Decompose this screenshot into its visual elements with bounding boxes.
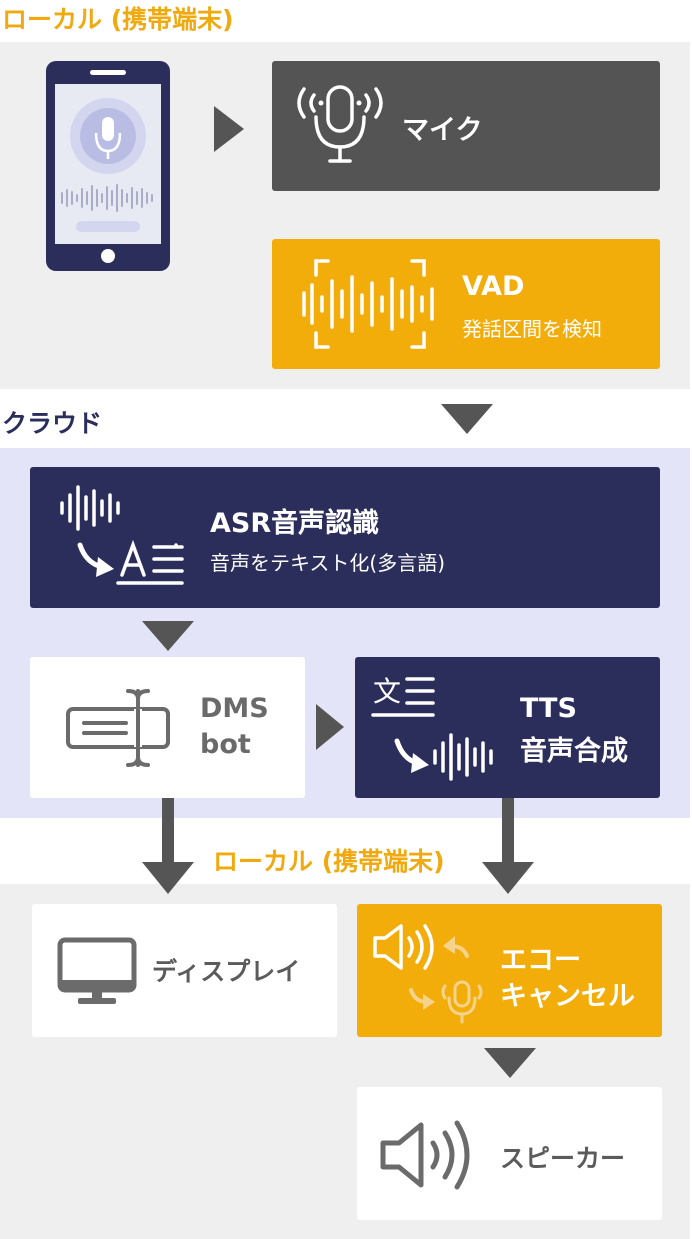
tts-line2: 音声合成 xyxy=(520,736,628,767)
arrow-down-icon xyxy=(484,1048,536,1078)
echo-line1: エコー xyxy=(500,945,581,976)
mic-box: マイク xyxy=(272,61,660,191)
connector-tts-echo xyxy=(482,798,534,894)
microphone-icon xyxy=(292,81,388,173)
echo-cancel-icon xyxy=(371,922,495,1026)
vad-box: VAD 発話区間を検知 xyxy=(272,239,660,369)
speech-to-text-icon xyxy=(58,483,188,593)
text-glyph: 文 xyxy=(373,675,401,708)
monitor-icon xyxy=(56,936,138,1006)
echo-line2: キャンセル xyxy=(500,981,635,1012)
tts-line1: TTS xyxy=(520,693,577,724)
dms-bot-box: DMS bot xyxy=(30,657,305,798)
display-title: ディスプレイ xyxy=(152,957,301,986)
vad-title: VAD xyxy=(462,271,525,302)
arrow-right-icon xyxy=(214,106,244,152)
mic-title: マイク xyxy=(402,115,483,146)
dms-line1: DMS xyxy=(200,693,269,724)
display-box: ディスプレイ xyxy=(32,904,337,1037)
asr-subtitle: 音声をテキスト化(多言語) xyxy=(210,551,446,575)
text-to-speech-icon: 文 xyxy=(371,671,501,787)
tts-box: 文 TTS 音声合成 xyxy=(355,657,660,798)
text-input-icon xyxy=(66,687,176,769)
phone-icon xyxy=(46,61,170,271)
speaker-icon xyxy=(379,1119,479,1191)
connector-dms-display xyxy=(142,798,194,894)
voice-activity-icon xyxy=(300,257,440,351)
asr-title: ASR音声認識 xyxy=(210,508,380,539)
arrow-down-icon xyxy=(142,621,194,651)
arrow-right-icon xyxy=(316,704,344,750)
arrow-down-icon xyxy=(441,404,493,434)
local-top-label: ローカル (携帯端末) xyxy=(2,5,234,34)
echo-cancel-box: エコー キャンセル xyxy=(357,904,662,1037)
cloud-label: クラウド xyxy=(2,409,103,438)
speaker-box: スピーカー xyxy=(357,1087,662,1220)
local-bottom-label: ローカル (携帯端末) xyxy=(213,847,445,876)
speaker-title: スピーカー xyxy=(500,1144,626,1173)
vad-subtitle: 発話区間を検知 xyxy=(462,317,602,341)
asr-box: ASR音声認識 音声をテキスト化(多言語) xyxy=(30,467,660,608)
dms-line2: bot xyxy=(200,729,251,760)
